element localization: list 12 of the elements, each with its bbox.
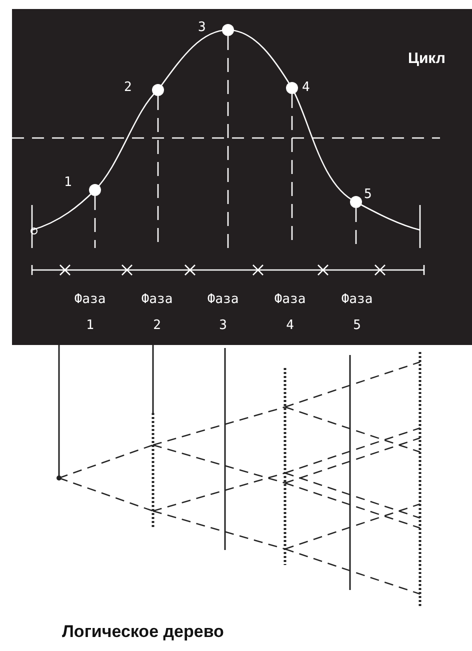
- point-number: 5: [364, 187, 372, 202]
- point-number: 2: [124, 80, 132, 95]
- phase-label: Фаза 5: [340, 291, 374, 335]
- point-number: 1: [64, 175, 72, 190]
- phase-label: Фаза 2: [140, 291, 174, 335]
- phase-label: Фаза 4: [273, 291, 307, 335]
- phase-label: Фаза 1: [73, 291, 107, 335]
- point-number: 3: [198, 20, 206, 35]
- point-number: 4: [302, 80, 310, 95]
- phase-label: Фаза 3: [206, 291, 240, 335]
- cycle-heading: Цикл: [408, 50, 446, 67]
- caption: Логическое дерево: [62, 622, 224, 642]
